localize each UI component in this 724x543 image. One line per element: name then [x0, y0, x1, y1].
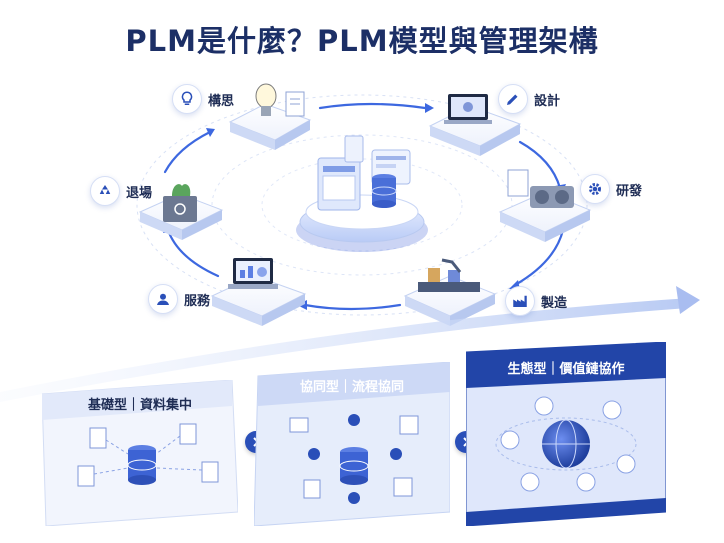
stage-label-manufacture: 製造 [541, 295, 568, 311]
model-title-collab: 協同型｜流程協同 [299, 380, 404, 395]
tile-rnd [498, 169, 592, 242]
gear-icon [580, 174, 610, 204]
stage-retire: 退場 [90, 176, 152, 206]
page-title: PLM是什麼？PLM模型與管理架構 [125, 24, 599, 58]
model-title-basic: 基礎型｜資料集中 [87, 398, 192, 413]
pencil-icon [498, 84, 528, 114]
model-panel-basic: 基礎型｜資料集中 [42, 380, 238, 526]
model-panel-ecosystem: 生態型｜價值鏈協作 [466, 342, 666, 526]
support-agent-icon [148, 284, 178, 314]
tile-concept [228, 83, 312, 150]
cycle-arrow [318, 102, 427, 110]
stage-service: 服務 [148, 284, 210, 314]
stage-label-retire: 退場 [126, 185, 153, 201]
stage-rnd: 研發 [580, 174, 642, 204]
stage-concept: 構思 [172, 84, 234, 114]
stage-design: 設計 [498, 84, 560, 114]
stage-label-design: 設計 [534, 93, 561, 109]
model-title-ecosystem: 生態型｜價值鏈協作 [507, 362, 625, 377]
stage-manufacture: 製造 [505, 286, 567, 316]
stage-label-concept: 構思 [208, 93, 235, 109]
recycle-icon [90, 176, 120, 206]
tile-manufacture [403, 258, 497, 326]
lightbulb-icon [172, 84, 202, 114]
model-panel-collab: 協同型｜流程協同 [254, 362, 450, 526]
stage-label-service: 服務 [184, 293, 211, 309]
factory-icon [505, 286, 535, 316]
tile-service [210, 258, 307, 326]
stage-label-rnd: 研發 [616, 183, 643, 199]
tile-retire [138, 184, 224, 240]
